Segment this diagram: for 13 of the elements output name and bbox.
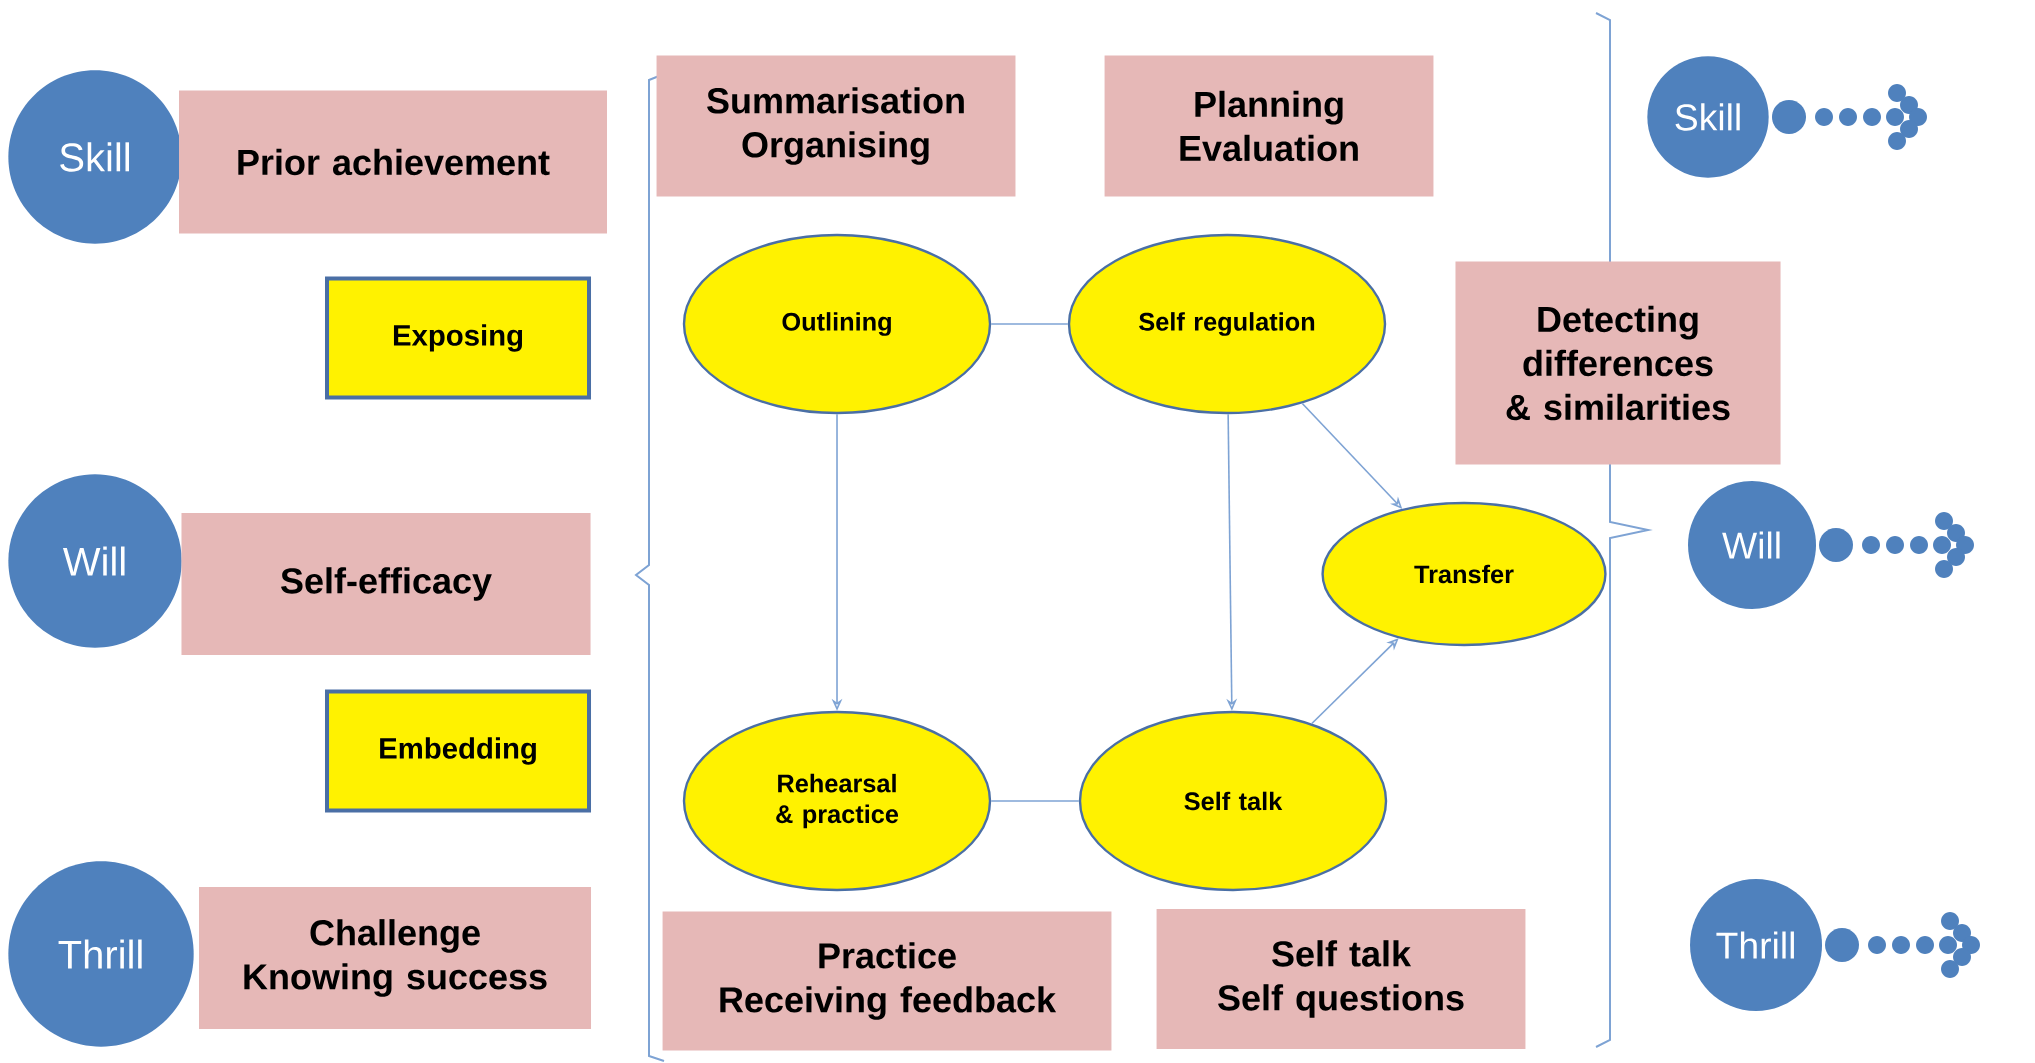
text-box: Challenge Knowing success bbox=[199, 887, 591, 1029]
text-box: Prior achievement bbox=[179, 90, 607, 234]
text-box: Self-efficacy bbox=[181, 513, 591, 655]
text-box: Detecting differences & similarities bbox=[1455, 261, 1781, 465]
connector-line bbox=[990, 323, 1069, 325]
connector-line bbox=[990, 800, 1080, 802]
label-box: Embedding bbox=[325, 689, 591, 813]
text-box: Practice Receiving feedback bbox=[662, 911, 1112, 1051]
label-box: Exposing bbox=[325, 276, 591, 400]
text-box: Planning Evaluation bbox=[1104, 55, 1434, 197]
arrow bbox=[1311, 638, 1399, 725]
text-box: Summarisation Organising bbox=[656, 55, 1016, 197]
text-box: Self talk Self questions bbox=[1156, 909, 1526, 1049]
